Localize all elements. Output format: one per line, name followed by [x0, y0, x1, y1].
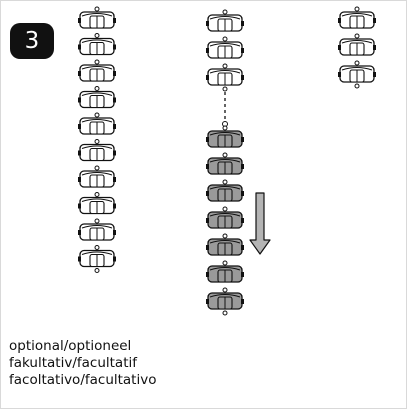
band-link: [338, 60, 376, 83]
band-link: [78, 6, 116, 29]
link-stack-left: [78, 6, 116, 273]
caption: optional/optioneel fakultativ/facultatif…: [9, 338, 156, 389]
band-link: [78, 139, 116, 162]
down-arrow-icon: [249, 192, 271, 255]
band-link: [206, 260, 244, 283]
step-number-badge: 3: [10, 23, 54, 59]
band-link: [206, 206, 244, 229]
band-link: [206, 63, 244, 86]
band-link: [206, 287, 244, 310]
band-link: [78, 33, 116, 56]
link-stack-right: [338, 6, 376, 89]
link-stack-middle-upper: [206, 9, 244, 92]
band-link: [78, 165, 116, 188]
step-number: 3: [24, 28, 40, 54]
caption-line-de-fr: fakultativ/facultatif: [9, 355, 137, 371]
caption-line-it-es: facoltativo/facultativo: [9, 372, 157, 388]
band-link: [78, 86, 116, 109]
band-link: [206, 9, 244, 32]
band-link: [78, 192, 116, 215]
band-link: [206, 36, 244, 59]
caption-line-en-nl: optional/optioneel: [9, 338, 132, 354]
band-link: [338, 6, 376, 29]
band-link: [206, 233, 244, 256]
band-link: [206, 179, 244, 202]
band-link: [206, 152, 244, 175]
band-link: [78, 112, 116, 135]
link-stack-middle-lower: [206, 125, 244, 316]
band-link: [78, 59, 116, 82]
band-link: [206, 125, 244, 148]
band-link: [78, 218, 116, 241]
band-link: [338, 33, 376, 56]
band-link: [78, 245, 116, 268]
